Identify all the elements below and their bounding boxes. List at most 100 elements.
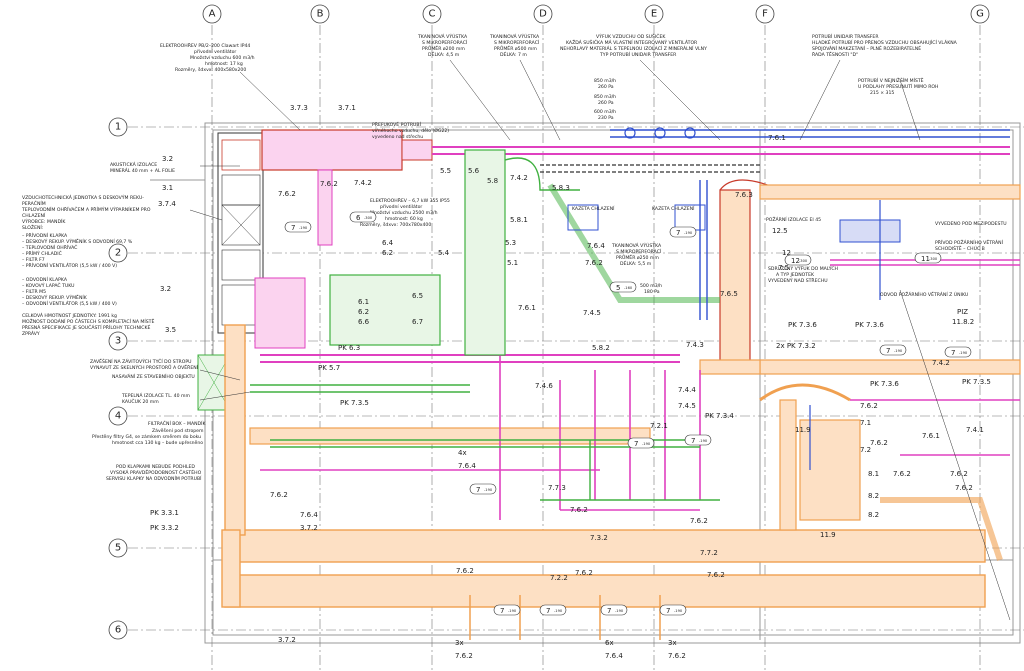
label-pk736c: PK 7.3.6 bbox=[870, 380, 899, 388]
svg-text:4: 4 bbox=[115, 411, 121, 422]
note-elektro-1: ELEKTROOHŘEV PB/2–200 Clawart IP44 bbox=[160, 41, 250, 49]
device-tag-number: 7 bbox=[676, 229, 680, 237]
item-label: 7.6.1 bbox=[768, 134, 786, 142]
note-flow-2: 260 Pa bbox=[598, 84, 614, 90]
note-elektro-2b: přívodní ventilátor bbox=[380, 203, 422, 210]
note-fresh-4: TYP POTRUBÍ UNIDAIR TRANSFER bbox=[599, 51, 677, 58]
device-tag: 7-190 bbox=[539, 604, 567, 616]
item-label: 12.5 bbox=[772, 227, 788, 235]
note-comp-5: – FILTR F7 bbox=[22, 257, 45, 263]
item-label: 12 bbox=[782, 249, 791, 257]
note-sou-3: VYVEDENÝ NAD STŘECHU bbox=[768, 276, 828, 284]
note-sou-2: A TYP JEDNOTEK bbox=[776, 272, 815, 278]
note-comp-9: – FILTR M5 bbox=[22, 289, 46, 295]
item-label: 7.6.4 bbox=[587, 242, 605, 250]
label-piz: PIZ bbox=[957, 308, 968, 316]
note-comp-3: – TEPLOVODNÍ OHŘÍVAČ bbox=[22, 243, 77, 251]
item-label: 6.1 bbox=[358, 298, 369, 306]
note-elektro-2c: Množství vzduchu 2500 m3/h bbox=[370, 209, 438, 216]
note-comp-4: – PŘÍMÝ CHLADIČ bbox=[22, 249, 62, 257]
device-tag-number: 11 bbox=[921, 255, 930, 263]
note-vzt-6: SLOŽENÍ: bbox=[22, 223, 44, 231]
note-elektro-2e: Rozměry, šdxvx: 700x780x400 bbox=[360, 221, 431, 228]
note-sou-1: SDRUŽENÝ VÝFUK DO MALÝCH bbox=[768, 264, 838, 272]
note-kazeta-1: KAZETA CHLAZENÍ bbox=[572, 205, 615, 212]
note-flow-e-1: 500 m3/h bbox=[640, 283, 662, 289]
note-potr-2: U PODLAHY PŘESUNUTÍ MIMO ROH bbox=[858, 82, 938, 90]
device-tag: 7-190 bbox=[879, 344, 907, 356]
note-flow-6: 230 Pa bbox=[598, 115, 614, 121]
note-nozzle-e-2: S MIKROPERFORACÍ bbox=[616, 248, 662, 255]
note-nozzle-c-1: TKANINOVÁ VÝÚSTKA bbox=[417, 33, 468, 40]
fresh-air-ducts bbox=[250, 149, 720, 501]
right-notes: POŽÁRNÍ IZOLACE EI 45 VYVEDENO POD MEZIP… bbox=[766, 76, 1007, 326]
note-nozzle-c-3: PRŮMĚR ø200 mm bbox=[422, 44, 465, 52]
item-label: 7.6.2 bbox=[668, 652, 686, 660]
item-label: 7.6.2 bbox=[870, 439, 888, 447]
item-label: 3.5 bbox=[165, 326, 176, 334]
device-tag-level: -190 bbox=[684, 231, 693, 235]
device-tag-level: -300 bbox=[929, 257, 938, 261]
note-unidair-3: SPOJOVÁNÍ MAKZETANÍ – PLNÉ ROZEBIRATELNÉ bbox=[812, 44, 921, 52]
note-akust-2: MINERÁL 40 mm + AL FOLIE bbox=[110, 167, 175, 174]
item-label: 7.4.1 bbox=[966, 426, 984, 434]
device-tag-number: 7 bbox=[691, 437, 695, 445]
note-fire-1: POŽÁRNÍ IZOLACE EI 45 bbox=[766, 215, 821, 223]
item-label: 3.7.4 bbox=[158, 200, 176, 208]
item-label: 3.7.3 bbox=[290, 104, 308, 112]
device-tag-level: -160 bbox=[624, 286, 633, 290]
label-pk63: PK 6.3 bbox=[338, 344, 360, 352]
device-tag: 7-190 bbox=[944, 346, 972, 358]
leader-lines bbox=[189, 59, 1011, 621]
device-tag-level: -190 bbox=[894, 349, 903, 353]
note-vzt-4: CHLAZENÍ bbox=[22, 212, 46, 219]
column-bubble-e: E bbox=[644, 4, 664, 24]
item-label: 6x bbox=[605, 639, 614, 647]
note-nozzle-e-3: PRŮMĚR ø250 mm bbox=[616, 253, 659, 261]
note-weight-4: ZPRÁVY bbox=[22, 330, 40, 337]
item-label: 3.7.1 bbox=[338, 104, 356, 112]
note-elektro-2a: ELEKTROOHŘEV – 6,7 kW 355 IP55 bbox=[370, 196, 450, 204]
item-label: 7.2 bbox=[860, 446, 871, 454]
item-label: 5.3 bbox=[505, 239, 516, 247]
svg-text:D: D bbox=[539, 9, 547, 20]
row-bubble-2: 2 bbox=[108, 243, 128, 263]
note-potr-3: 215 × 315 bbox=[870, 90, 894, 96]
note-prv-2: SCHODIŠTĚ – CHÚC B bbox=[935, 244, 985, 252]
svg-text:6: 6 bbox=[115, 625, 121, 636]
device-tag-level: -190 bbox=[642, 442, 651, 446]
item-label: 7.5 bbox=[778, 264, 789, 272]
note-nozzle-e-4: DÉLKA: 5,5 m bbox=[620, 259, 652, 267]
note-klap-2: VYSOKÁ PRAVDĚPODOBNOST ČASTÉHO bbox=[110, 468, 202, 476]
note-flow-3: 850 m3/h bbox=[594, 94, 616, 100]
item-label: 7.4.5 bbox=[678, 402, 696, 410]
item-label: 7.6.2 bbox=[860, 402, 878, 410]
device-tag: 7-190 bbox=[600, 604, 628, 616]
item-label: 7.2.1 bbox=[650, 422, 668, 430]
note-unidair-4: ŘADA TĚSNOSTI "D" bbox=[812, 50, 858, 58]
item-label: 7.2.2 bbox=[550, 574, 568, 582]
label-pk3311: PK 3.3.1 bbox=[150, 509, 179, 517]
column-bubble-c: C bbox=[422, 4, 442, 24]
note-comp-2: – DESKOVÝ REKUP. VÝMĚNÍK S ODVODNÍ 69,7 … bbox=[22, 237, 133, 245]
label-pk57: PK 5.7 bbox=[318, 364, 340, 372]
item-label: 7.6.2 bbox=[707, 571, 725, 579]
note-flow-e-2: 180 Pa bbox=[644, 289, 660, 295]
note-elektro-2d: hmotnost: 60 kg bbox=[385, 216, 423, 222]
svg-text:F: F bbox=[762, 9, 768, 20]
note-potr-1: POTRUBÍ V NEJNIŽŠÍM MÍSTĚ bbox=[858, 76, 924, 84]
device-tag: 11-300 bbox=[914, 252, 942, 264]
item-label: 7.6.4 bbox=[300, 511, 318, 519]
item-label: 7.4.2 bbox=[932, 359, 950, 367]
device-tag: 5-160 bbox=[609, 281, 637, 293]
svg-text:3: 3 bbox=[115, 336, 121, 347]
row-bubble-4: 4 bbox=[108, 406, 128, 426]
item-label: 7.6.2 bbox=[955, 484, 973, 492]
note-nozzle-d-2: S MIKROPERFORACÍ bbox=[494, 39, 540, 46]
note-odv-1: ODVOD POŽÁRNÍHO VĚTRÁNÍ Z ÚNIKU bbox=[880, 290, 968, 298]
item-label: 7.6.2 bbox=[893, 470, 911, 478]
label-pk735: PK 7.3.5 bbox=[340, 399, 369, 407]
